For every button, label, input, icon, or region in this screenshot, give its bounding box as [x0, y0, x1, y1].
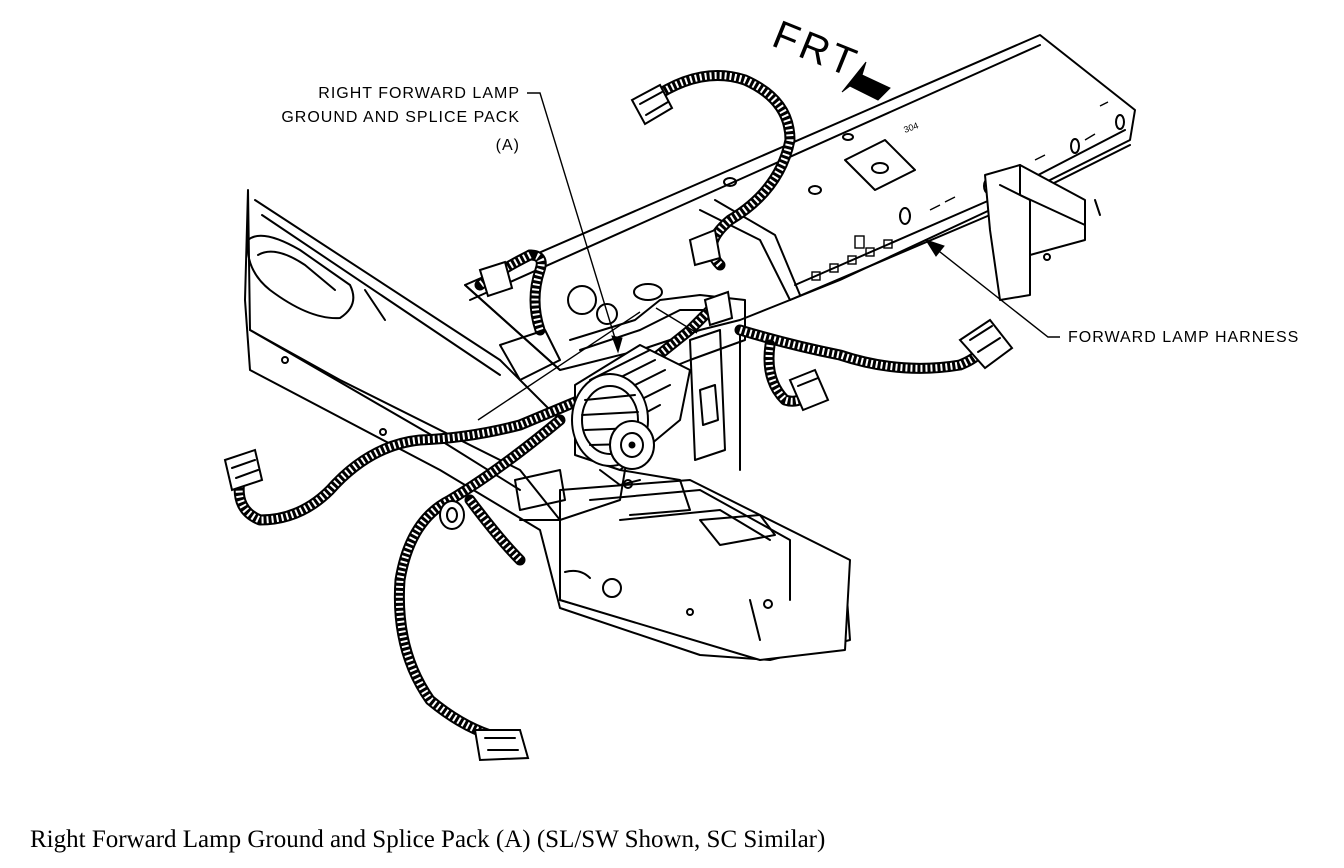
- radiator-support: 304: [464, 34, 1136, 371]
- harness-label: FORWARD LAMP HARNESS: [1068, 329, 1299, 346]
- connector-mid-right: [788, 368, 830, 412]
- callout-harness: FORWARD LAMP HARNESS: [924, 239, 1299, 346]
- splice-pack-leader-line-2: [477, 311, 641, 421]
- connector-support-top: [688, 228, 734, 327]
- splice-pack-leader-line: [527, 92, 619, 349]
- connector-left: [223, 448, 264, 492]
- figure-caption: Right Forward Lamp Ground and Splice Pac…: [30, 826, 826, 853]
- svg-text:304: 304: [902, 120, 920, 135]
- connector-upper-left: [478, 260, 514, 298]
- splice-pack-leader-line-3: [655, 307, 698, 334]
- splice-pack-label-line2: GROUND AND SPLICE PACK: [281, 109, 520, 126]
- callout-splice-pack: RIGHT FORWARD LAMP GROUND AND SPLICE PAC…: [281, 85, 698, 421]
- harness-connectors: [223, 83, 1014, 762]
- connector-top: [630, 83, 674, 126]
- lower-support: [514, 329, 851, 661]
- harness-leader-line: [934, 247, 1060, 338]
- connector-right: [958, 318, 1014, 370]
- frt-label: FRT: [767, 13, 866, 87]
- splice-pack-a: [571, 344, 691, 489]
- splice-pack-label-line3: (A): [496, 137, 520, 154]
- connector-grommet: [439, 500, 465, 530]
- front-arrow-icon: [841, 61, 891, 101]
- connector-bottom: [473, 729, 530, 762]
- front-direction-indicator: FRT: [767, 13, 891, 101]
- splice-pack-label-line1: RIGHT FORWARD LAMP: [318, 85, 520, 102]
- splice-pack-leader-arrow-icon: [611, 335, 623, 354]
- harness-leader-arrow-icon: [924, 239, 945, 257]
